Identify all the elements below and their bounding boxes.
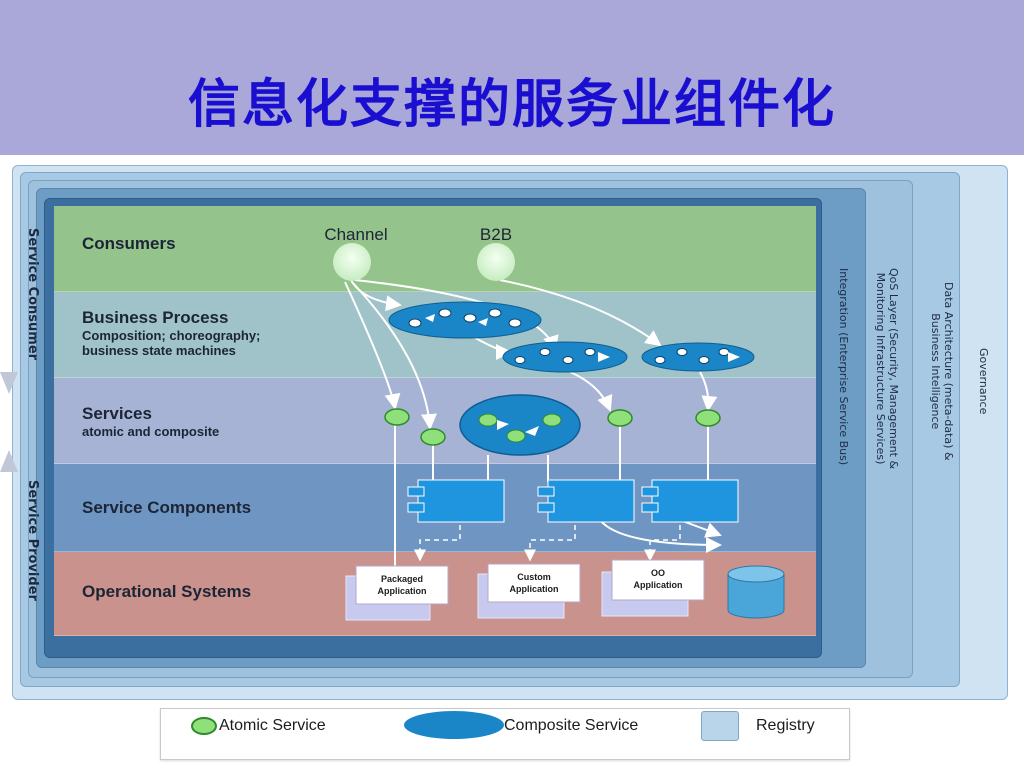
atomic-service-legend-icon (191, 717, 217, 735)
layer-subtitle: business state machines (82, 343, 236, 358)
application-label: Packaged (381, 574, 423, 584)
layer-subtitle: Composition; choreography; (82, 328, 261, 343)
channel-label: Channel (324, 225, 387, 244)
service-components (407, 479, 739, 523)
consumer-arrow-icon (0, 372, 18, 394)
layer-subtitle: atomic and composite (82, 424, 220, 439)
atomic-service-icon (607, 409, 633, 427)
layer-title: Services (82, 404, 152, 423)
b2b-label: B2B (480, 225, 512, 244)
atomic-service-icon (384, 408, 410, 426)
process-composite-1-icon (388, 301, 542, 339)
legend-atomic-label: Atomic Service (219, 717, 326, 734)
atomic-services (384, 408, 721, 446)
layer-title: Service Components (82, 498, 252, 517)
application-packaged: Packaged Application (345, 565, 449, 621)
application-label: OO (651, 568, 665, 578)
application-label: Application (634, 580, 683, 590)
legend: Atomic Service Composite Service Registr… (160, 708, 850, 760)
application-label: Custom (517, 572, 551, 582)
layer-title: Business Process (82, 308, 229, 327)
process-composite-3-icon (641, 342, 755, 372)
channel-node-icon (333, 243, 371, 281)
layer-title: Operational Systems (82, 582, 252, 601)
service-component-icon (407, 479, 505, 523)
composite-service-legend-icon (404, 711, 504, 739)
service-component-icon (641, 479, 739, 523)
process-composite-2-icon (502, 341, 628, 373)
layer-consumers: Consumers (54, 206, 816, 292)
dashed-links (414, 525, 681, 562)
composite-service-icon (459, 394, 581, 456)
registry-legend-icon (701, 711, 739, 741)
layer-title: Consumers (82, 234, 176, 253)
application-oo: OO Application (601, 559, 705, 617)
b2b-node-icon (477, 243, 515, 281)
atomic-service-icon (420, 428, 446, 446)
application-label: Application (510, 584, 559, 594)
legend-composite-label: Composite Service (504, 717, 639, 734)
legend-registry-label: Registry (756, 717, 815, 734)
database-icon (727, 565, 785, 619)
title-bar: 信息化支撑的服务业组件化 (0, 0, 1024, 155)
provider-arrow-icon (0, 450, 18, 472)
atomic-service-icon (695, 409, 721, 427)
application-label: Application (378, 586, 427, 596)
service-component-icon (537, 479, 635, 523)
flow-lines (344, 277, 722, 575)
page-title: 信息化支撑的服务业组件化 (187, 74, 836, 135)
application-custom: Custom Application (477, 563, 581, 619)
